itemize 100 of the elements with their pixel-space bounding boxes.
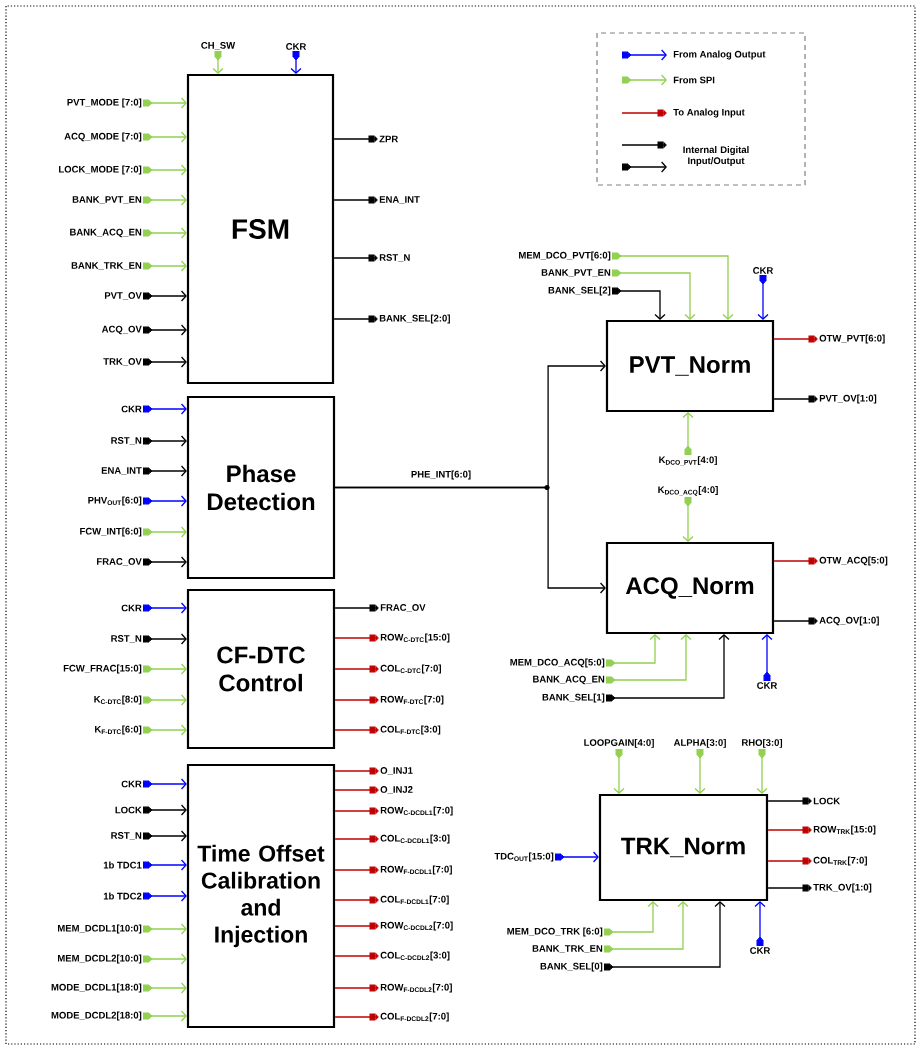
signal-arrow	[334, 726, 379, 734]
block-box: FSM	[186, 73, 335, 385]
signal-label: CH_SW	[201, 42, 236, 50]
signal-arrow	[143, 465, 187, 477]
block-box: Phase Detection	[186, 395, 336, 580]
signal-arrow	[143, 131, 187, 143]
signal-label: LOCK	[813, 797, 840, 805]
signal-arrow	[143, 694, 187, 706]
signal-label: TRK_OV[1:0]	[813, 883, 872, 893]
signal-arrow	[757, 275, 769, 320]
signal-arrow	[143, 633, 187, 645]
signal-label: ROW$_{F-DCDL2}$[7:0]	[380, 983, 452, 993]
signal-arrow	[333, 196, 378, 204]
signal-label: ROW$_{C-DCDL2}$[7:0]	[380, 921, 453, 931]
signal-arrow	[212, 51, 224, 74]
signal-arrow	[761, 634, 773, 681]
signal-arrow	[334, 952, 379, 960]
signal-arrow	[143, 602, 187, 614]
signal-arrow	[767, 797, 812, 805]
legend-label: From SPI	[673, 76, 715, 84]
signal-arrow	[604, 901, 659, 936]
signal-arrow	[606, 634, 692, 684]
signal-label: PVT_OV	[104, 292, 142, 300]
signal-arrow	[613, 749, 625, 794]
signal-arrow	[143, 97, 187, 109]
signal-label: BANK_ACQ_EN	[70, 228, 142, 238]
signal-arrow	[682, 412, 694, 455]
block-box: PVT_Norm	[605, 319, 775, 413]
block-box: ACQ_Norm	[605, 541, 775, 635]
block-box: Time Offset Calibration and Injection	[186, 763, 336, 1029]
signal-label: BANK_PVT_EN	[72, 196, 142, 204]
signal-label: ACQ_MODE [7:0]	[64, 132, 142, 142]
signal-label: CKR	[750, 947, 771, 954]
signal-label: LOOPGAIN[4:0]	[584, 738, 654, 748]
signal-arrow	[143, 227, 187, 239]
signal-label: COL$_{F-DCDL2}$[7:0]	[380, 1012, 449, 1022]
signal-label: ROW$_{TRK}$[15:0]	[813, 825, 876, 835]
signal-arrow	[333, 254, 378, 262]
signal-arrow	[612, 287, 666, 320]
signal-arrow	[334, 696, 379, 704]
signal-label: FRAC_OV	[380, 604, 426, 612]
signal-arrow	[334, 634, 379, 642]
signal-arrow	[143, 260, 187, 272]
signal-label: K$_{C-DTC}$[8:0]	[94, 695, 142, 705]
signal-label: TDC$_{OUT}$[15:0]	[494, 852, 554, 862]
signal-label: FCW_FRAC[15:0]	[63, 664, 142, 674]
signal-arrow	[773, 395, 818, 403]
signal-arrow	[333, 135, 378, 143]
legend-label: Internal Digital Input/Output	[683, 146, 749, 166]
signal-arrow	[143, 953, 187, 965]
signal-arrow	[767, 826, 812, 834]
signal-arrow	[333, 315, 378, 323]
signal-label: COL$_{TRK}$[7:0]	[813, 856, 867, 866]
signal-label: PVT_MODE [7:0]	[67, 98, 142, 108]
signal-arrow	[334, 786, 379, 794]
signal-label: COL$_{F-DCDL1}$[7:0]	[380, 895, 449, 905]
signal-arrow	[143, 356, 187, 368]
signal-label: ENA_INT	[101, 467, 142, 475]
signal-arrow	[555, 851, 599, 863]
signal-label: ROW$_{F-DCDL1}$[7:0]	[380, 865, 452, 875]
signal-label: COL$_{C-DTC}$[7:0]	[380, 664, 441, 674]
signal-label: CKR	[757, 682, 778, 689]
signal-arrow	[694, 749, 706, 794]
signal-label: ACQ_OV	[101, 325, 142, 335]
signal-label: COL$_{C-DCDL1}$[3:0]	[380, 834, 450, 844]
signal-arrow	[143, 495, 187, 507]
signal-arrow	[143, 556, 187, 568]
signal-label: CKR	[121, 405, 142, 413]
signal-arrow	[143, 526, 187, 538]
signal-arrow	[143, 290, 187, 302]
signal-arrow	[334, 604, 379, 612]
signal-label: PVT_OV[1:0]	[819, 394, 877, 404]
signal-label: BANK_SEL[0]	[540, 962, 603, 972]
signal-label: MEM_DCDL1[10:0]	[58, 924, 142, 934]
signal-arrow	[604, 901, 726, 971]
signal-label: CKR	[753, 267, 774, 274]
signal-arrow	[773, 617, 818, 625]
signal-label: MEM_DCDL2[10:0]	[58, 954, 142, 964]
legend-label: To Analog Input	[673, 108, 745, 118]
signal-arrow	[143, 403, 187, 415]
signal-label: 1b TDC1	[103, 861, 142, 869]
signal-label: ROW$_{C-DTC}$[15:0]	[380, 633, 450, 643]
signal-label: MODE_DCDL2[18:0]	[51, 1011, 142, 1021]
signal-label: FCW_INT[6:0]	[80, 527, 142, 537]
signal-label: BANK_TRK_EN	[71, 262, 142, 270]
signal-label: O_INJ2	[380, 786, 413, 794]
legend-label: From Analog Output	[673, 50, 766, 60]
signal-label: CKR	[286, 43, 307, 50]
signal-label: ACQ_OV[1:0]	[819, 616, 879, 626]
signal-arrow	[773, 335, 818, 343]
signal-arrow	[334, 984, 379, 992]
signal-arrow	[143, 663, 187, 675]
signal-label: MEM_DCO_ACQ[5:0]	[510, 658, 605, 668]
signal-label: ROW$_{F-DTC}$[7:0]	[380, 695, 444, 705]
signal-label: LOCK_MODE [7:0]	[59, 165, 142, 175]
signal-arrow	[143, 778, 187, 790]
signal-arrow	[334, 866, 379, 874]
signal-arrow	[143, 1010, 187, 1022]
signal-label: CKR	[121, 780, 142, 788]
signal-arrow	[767, 857, 812, 865]
